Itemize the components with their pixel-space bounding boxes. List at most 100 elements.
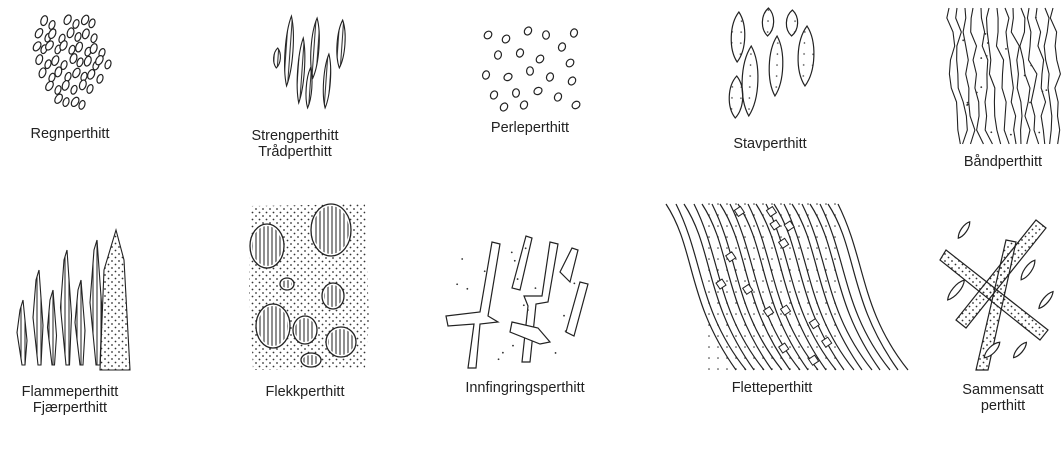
flame-dotted-zone bbox=[100, 230, 130, 370]
raindrop-lamella bbox=[40, 15, 49, 26]
finger-dot bbox=[517, 278, 519, 280]
flekk-patch-stripes bbox=[282, 280, 292, 288]
finger-dot bbox=[535, 287, 537, 289]
band-dot bbox=[1030, 65, 1032, 67]
finger-lamella bbox=[566, 282, 588, 336]
pearl-lamella bbox=[483, 30, 494, 41]
pearl-lamella bbox=[557, 42, 566, 52]
band-dot bbox=[985, 33, 987, 35]
raindrop-lamella bbox=[61, 80, 70, 92]
caption-line: Regnperthitt bbox=[0, 126, 140, 142]
pearl-lamella bbox=[569, 28, 578, 38]
band-line bbox=[963, 8, 975, 144]
band-dot bbox=[1010, 134, 1012, 136]
panel-regnperthitt bbox=[20, 10, 120, 118]
caption-line: Trådperthitt bbox=[235, 144, 355, 160]
pearl-lamella bbox=[545, 72, 554, 82]
raindrop-lamella bbox=[81, 28, 90, 40]
pearl-lamella bbox=[512, 89, 520, 98]
finger-dot bbox=[563, 315, 565, 317]
pearl-lamella bbox=[542, 31, 549, 40]
string-lamella bbox=[322, 54, 333, 108]
panel-perleperthitt bbox=[478, 25, 588, 115]
string-lamella bbox=[305, 68, 313, 108]
band-line bbox=[1011, 8, 1022, 144]
caption-line: Båndperthitt bbox=[944, 154, 1062, 170]
finger-dot bbox=[461, 258, 463, 260]
band-dot bbox=[1005, 48, 1007, 50]
caption-stavperthitt: Stavperthitt bbox=[715, 136, 825, 152]
pearl-lamella bbox=[567, 76, 577, 87]
pearl-lamella bbox=[499, 102, 509, 113]
caption-regnperthitt: Regnperthitt bbox=[0, 126, 140, 142]
finger-dot bbox=[511, 251, 513, 253]
caption-flammeperthitt: Flammeperthitt Fjærperthitt bbox=[0, 384, 140, 416]
caption-line: Innfingringsperthitt bbox=[445, 380, 605, 396]
panel-fletteperthitt bbox=[706, 200, 838, 374]
finger-lamella bbox=[560, 248, 578, 282]
raindrop-lamella bbox=[70, 85, 78, 95]
flame-lamella bbox=[48, 290, 57, 365]
flekk-patch-stripes bbox=[324, 285, 342, 307]
raindrop-lamella bbox=[44, 59, 52, 69]
finger-dot bbox=[502, 352, 504, 354]
pearl-lamella bbox=[489, 90, 499, 101]
band-dot bbox=[1024, 75, 1026, 77]
panel-flammeperthitt bbox=[12, 210, 134, 476]
caption-perleperthitt: Perleperthitt bbox=[470, 120, 590, 136]
string-lamella bbox=[273, 48, 281, 68]
panel-flekkperthitt bbox=[247, 200, 373, 372]
flame-lamella bbox=[33, 270, 43, 365]
raindrop-lamella bbox=[48, 20, 56, 30]
caption-line: perthitt bbox=[944, 398, 1062, 414]
flame-lamella bbox=[75, 280, 85, 365]
raindrop-lamella bbox=[74, 41, 83, 53]
band-dot bbox=[980, 86, 982, 88]
finger-lamella bbox=[446, 242, 500, 368]
finger-dot bbox=[514, 260, 516, 262]
caption-line: Stavperthitt bbox=[715, 136, 825, 152]
finger-lamella bbox=[512, 236, 532, 290]
flame-lamella bbox=[90, 240, 102, 365]
flekk-patch-stripes bbox=[313, 206, 349, 254]
string-lamella bbox=[283, 16, 296, 86]
composite-lens bbox=[1018, 258, 1037, 282]
pearl-lamella bbox=[565, 58, 576, 69]
raindrop-lamella bbox=[66, 27, 75, 38]
finger-dot bbox=[498, 358, 500, 360]
rod-lamella bbox=[762, 8, 774, 36]
sammensatt-perthitt-illustration bbox=[936, 210, 1062, 370]
caption-fletteperthitt: Fletteperthitt bbox=[706, 380, 838, 396]
caption-line: Perleperthitt bbox=[470, 120, 590, 136]
raindrop-lamella bbox=[50, 55, 60, 67]
band-dot bbox=[1038, 132, 1040, 134]
caption-innfingringsperthitt: Innfingringsperthitt bbox=[445, 380, 605, 396]
flekk-patch-stripes bbox=[303, 355, 319, 365]
band-dot bbox=[976, 92, 978, 94]
pearl-lamella bbox=[494, 50, 503, 60]
band-dot bbox=[1042, 91, 1044, 93]
panel-innfingringsperthitt bbox=[440, 232, 600, 372]
panel-strengperthitt bbox=[265, 8, 365, 118]
perleperthitt-illustration bbox=[478, 25, 588, 115]
raindrop-lamella bbox=[35, 54, 44, 65]
flekk-patch-stripes bbox=[295, 318, 315, 342]
braid-line bbox=[828, 204, 898, 370]
string-lamella bbox=[335, 20, 346, 68]
raindrop-lamella bbox=[89, 43, 98, 55]
raindrop-lamella bbox=[74, 32, 82, 42]
regnperthitt-illustration bbox=[20, 10, 120, 118]
finger-dot bbox=[565, 330, 567, 332]
flame-lamella bbox=[61, 250, 72, 365]
band-dot bbox=[987, 42, 989, 44]
finger-dot bbox=[466, 288, 468, 290]
caption-flekkperthitt: Flekkperthitt bbox=[245, 384, 365, 400]
caption-line: Fletteperthitt bbox=[706, 380, 838, 396]
string-lamella bbox=[295, 38, 306, 103]
raindrop-lamella bbox=[104, 59, 112, 69]
composite-lens bbox=[1037, 290, 1055, 310]
band-dot bbox=[962, 39, 964, 41]
raindrop-lamella bbox=[96, 74, 104, 84]
rod-lamella bbox=[797, 26, 815, 87]
finger-dot bbox=[527, 309, 529, 311]
